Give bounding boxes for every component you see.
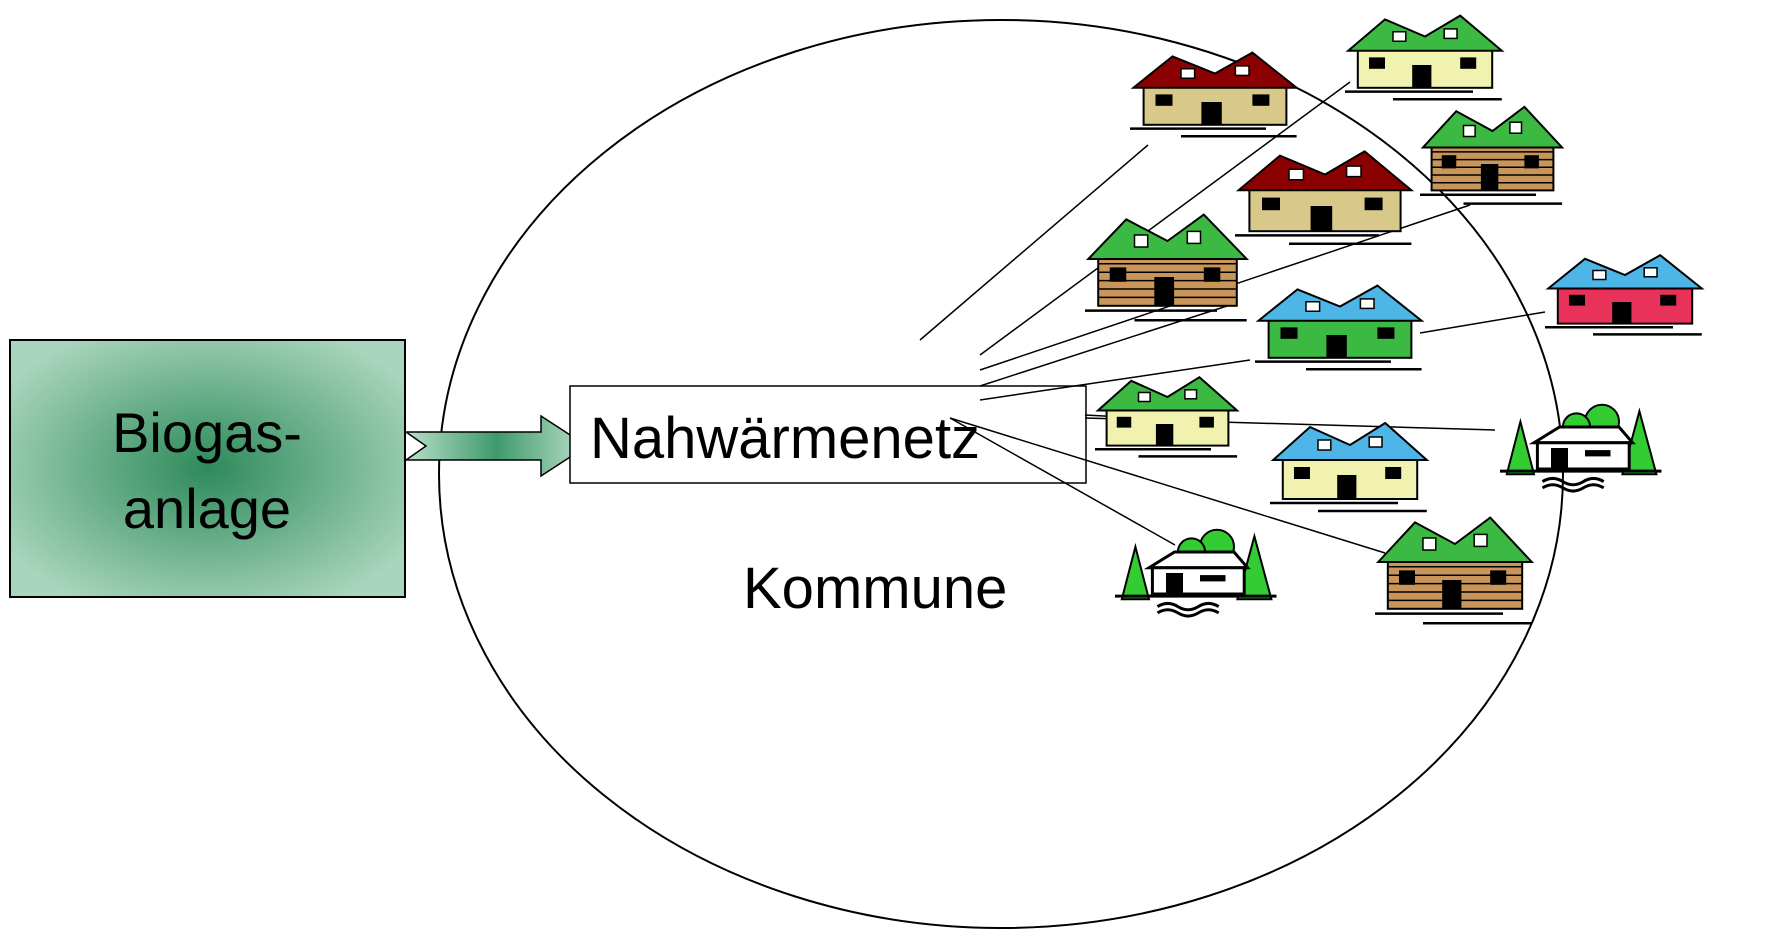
log-cabin-icon	[1420, 105, 1565, 205]
red-house-icon	[1545, 253, 1705, 336]
duplex-house-icon	[1345, 14, 1505, 101]
bungalow-house-icon	[1255, 284, 1425, 371]
lakeside-house-icon	[1115, 528, 1277, 618]
townhouse-icon	[1270, 421, 1430, 513]
townhouse-icon	[1130, 51, 1300, 138]
biogas-label-line1: Biogas-	[112, 401, 302, 464]
duplex-house-icon	[1095, 375, 1240, 458]
community-label: Kommune	[743, 556, 1007, 621]
heating-network-box	[569, 385, 1087, 484]
heating-network-label: Nahwärmenetz	[590, 406, 980, 471]
flow-arrow	[403, 414, 589, 478]
lakeside-house-icon	[1500, 403, 1662, 493]
log-cabin-icon	[1375, 516, 1535, 625]
chalet-house-icon	[1235, 150, 1415, 246]
biogas-label-line2: anlage	[123, 477, 291, 540]
biogas-plant-box	[9, 339, 406, 598]
houses-group	[1085, 14, 1705, 625]
log-cabin-icon	[1085, 213, 1250, 322]
community-ellipse	[438, 19, 1564, 929]
